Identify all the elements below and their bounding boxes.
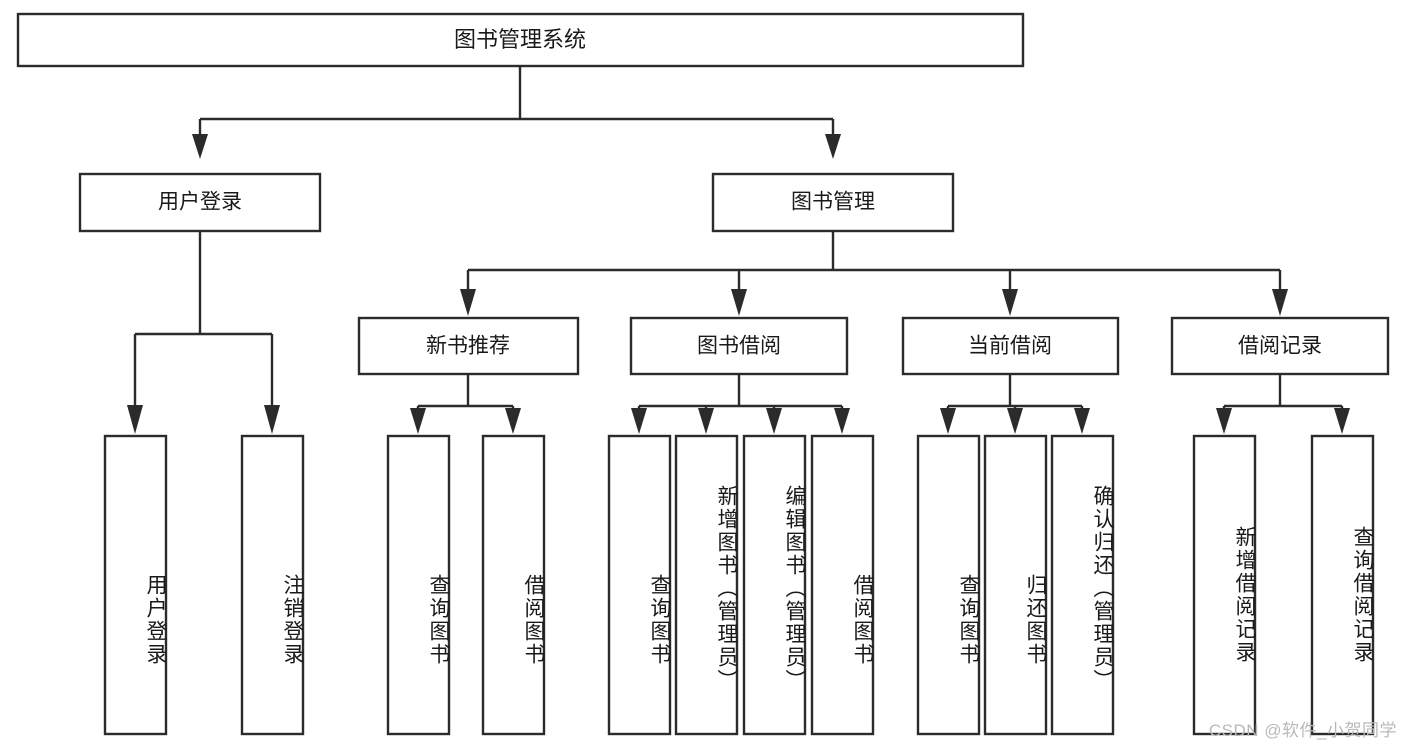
node-root-label: 图书管理系统 [454,27,586,52]
node-leaf-query-borrow-record[interactable] [1310,434,1375,736]
node-user-login[interactable]: 用户登录 [78,172,322,233]
node-book-management-label: 图书管理 [791,191,875,214]
connector-newbook-to-leaves [410,374,521,434]
node-leaf-add-borrow-record[interactable] [1192,434,1257,736]
node-book-borrow[interactable]: 图书借阅 [629,316,849,376]
node-leaf-add-book-admin[interactable] [674,434,739,736]
node-leaf-borrow-book-2[interactable] [810,434,875,736]
node-leaf-edit-book-admin[interactable] [742,434,807,736]
connector-bookmgmt-to-level3 [460,231,1288,316]
node-book-management[interactable]: 图书管理 [711,172,955,233]
node-leaf-user-login[interactable] [103,434,168,736]
connector-borrowrecord-to-leaves [1216,374,1350,434]
node-leaf-borrow-book-1[interactable] [481,434,546,736]
node-current-borrow-label: 当前借阅 [968,335,1052,358]
node-new-book-recommend-label: 新书推荐 [426,335,510,358]
node-root[interactable]: 图书管理系统 [16,12,1025,68]
node-borrow-record[interactable]: 借阅记录 [1170,316,1390,376]
connector-root-to-level2 [192,66,841,159]
node-leaf-confirm-return-admin[interactable] [1050,434,1115,736]
node-leaf-query-book-2[interactable] [607,434,672,736]
node-leaf-return-book[interactable] [983,434,1048,736]
node-leaf-query-book-1[interactable] [386,434,451,736]
connector-currentborrow-to-leaves [940,374,1090,434]
csdn-watermark: CSDN @软件_小贺同学 [1208,721,1397,740]
node-book-borrow-label: 图书借阅 [697,335,781,358]
connector-bookborrow-to-leaves [631,374,850,434]
node-borrow-record-label: 借阅记录 [1238,335,1322,358]
node-current-borrow[interactable]: 当前借阅 [901,316,1120,376]
node-leaf-query-book-3[interactable] [916,434,981,736]
node-leaf-logout-login[interactable] [240,434,305,736]
node-new-book-recommend[interactable]: 新书推荐 [357,316,580,376]
node-user-login-label: 用户登录 [158,191,242,214]
connector-userlogin-to-leaves [127,231,280,434]
